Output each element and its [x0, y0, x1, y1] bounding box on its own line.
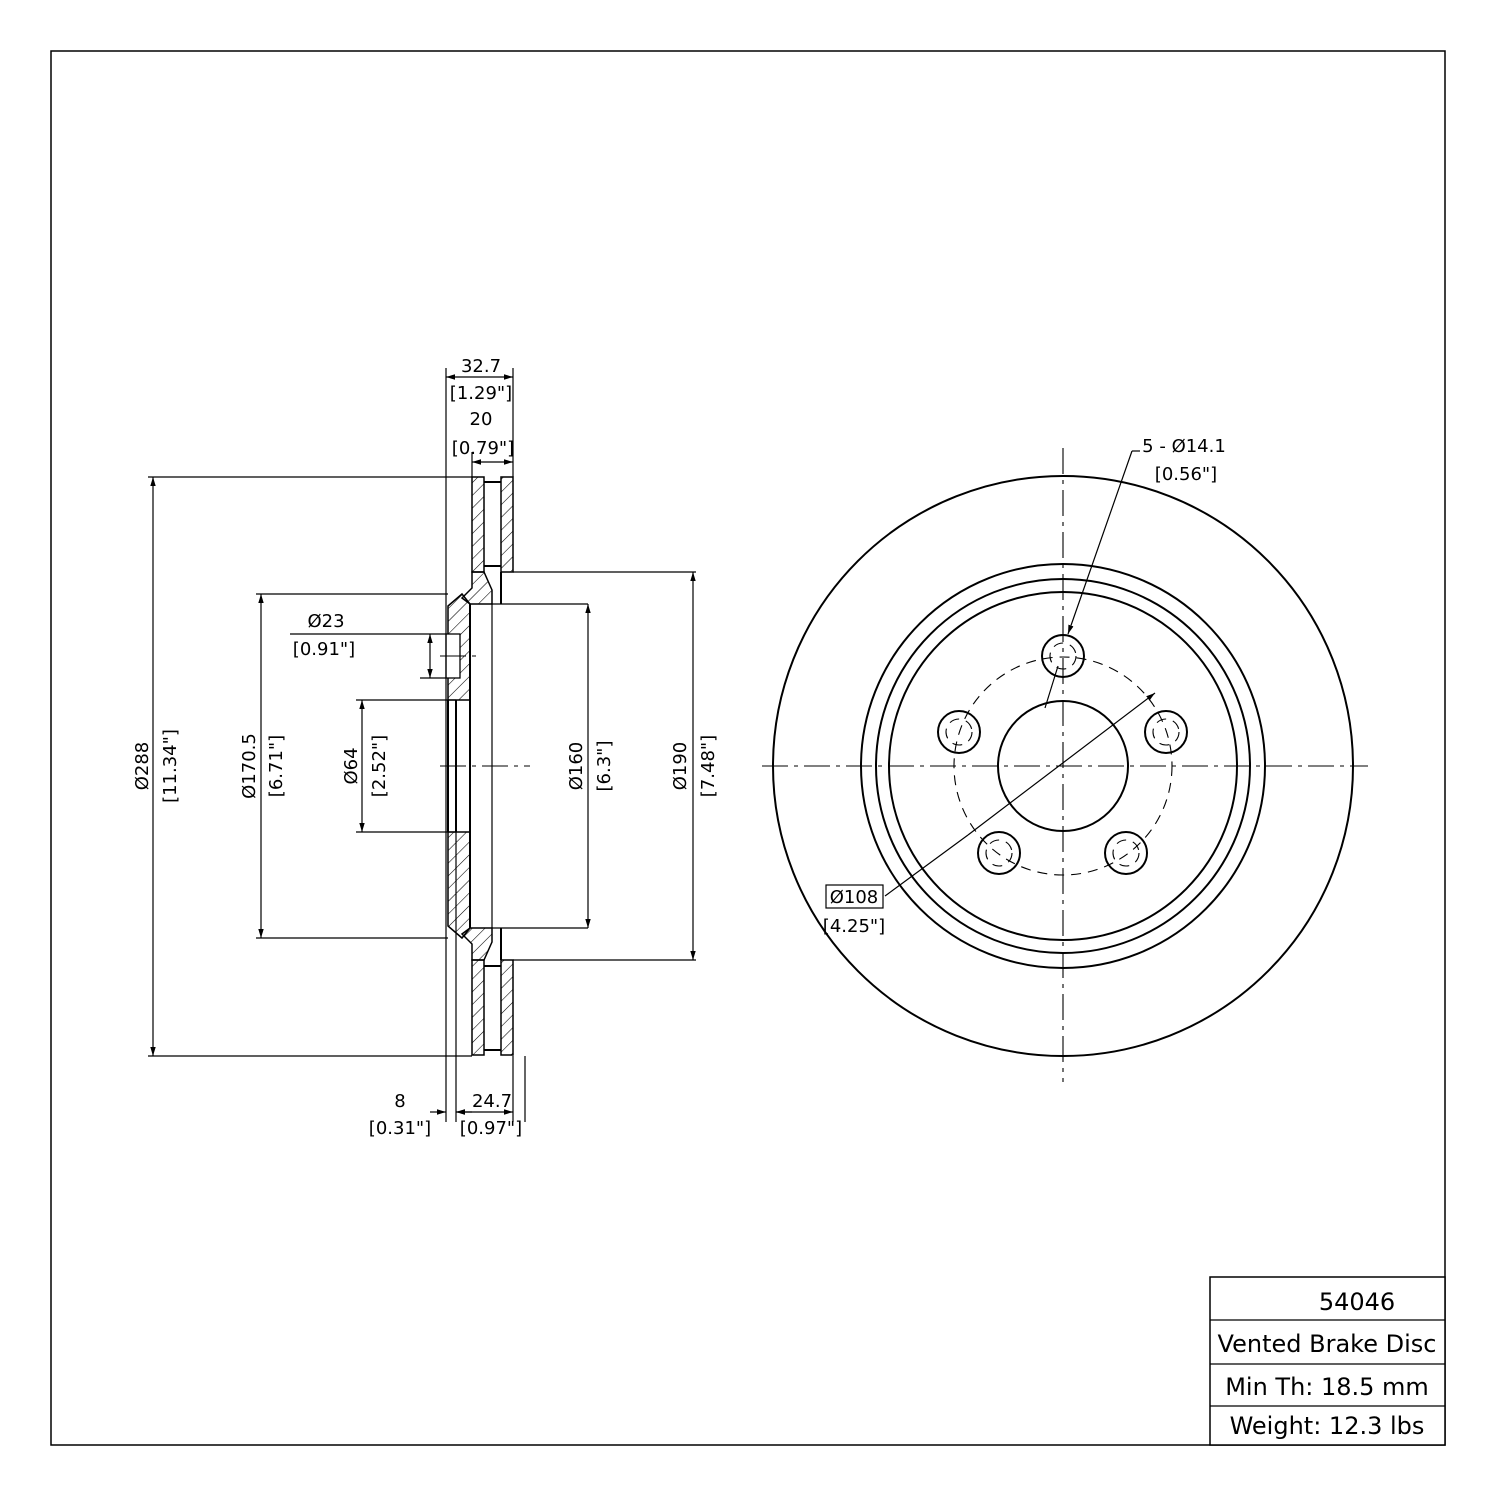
- drawing-border: [50, 50, 1446, 1446]
- center-bore-label: Ø64: [341, 747, 362, 784]
- bolt-circle-inch: [4.25"]: [823, 916, 885, 937]
- bolt-hole-top: [1041, 634, 1085, 678]
- vent-width-inch: [0.79"]: [452, 438, 514, 459]
- upper-outer-plate: [471, 476, 485, 573]
- bolt-hole-left: [937, 710, 981, 754]
- bolt-hole-lower-left: [977, 831, 1021, 875]
- inner-diameter-label: Ø160: [566, 742, 587, 791]
- bolt-holes-label: 5 - Ø14.1: [1142, 436, 1226, 457]
- hole-diameter-label: Ø23: [307, 611, 344, 632]
- hat-thickness-inch: [0.31"]: [369, 1118, 431, 1139]
- front-view: 5 - Ø14.1 [0.56"] Ø108 [4.25"]: [762, 436, 1368, 1082]
- hat-diameter-inch: [6.71"]: [266, 735, 287, 797]
- bolt-circle-label: Ø108: [830, 887, 879, 908]
- friction-ring-inner: [860, 563, 1266, 969]
- hat-diameter-label: Ø170.5: [239, 733, 260, 799]
- upper-inner-plate: [500, 476, 514, 573]
- outer-diameter-inch: [11.34"]: [160, 729, 181, 803]
- hat-inner-edge: [888, 591, 1238, 941]
- bolt-circle-label-box: [825, 884, 884, 909]
- hat-outer-edge: [875, 578, 1251, 954]
- disc-outer-edge: [772, 475, 1354, 1057]
- lower-hat-neck: [460, 927, 493, 961]
- center-bore-inch: [2.52"]: [369, 735, 390, 797]
- inner-diameter-inch: [6.3"]: [594, 741, 615, 792]
- part-weight: Weight: 12.3 lbs: [1230, 1412, 1425, 1440]
- center-bore: [997, 700, 1129, 832]
- lower-inner-plate: [500, 959, 514, 1056]
- bolt-circle: [953, 656, 1173, 876]
- bolt-hole-right: [1144, 710, 1188, 754]
- lower-outer-plate: [471, 959, 485, 1056]
- side-section-view: Ø288 [11.34"] Ø170.5 [6.71"] Ø64 [2.52"]…: [132, 356, 719, 1139]
- bolt-holes-inch: [0.56"]: [1155, 464, 1217, 485]
- disc-thickness-inch: [0.97"]: [460, 1118, 522, 1139]
- overall-width-inch: [1.29"]: [450, 383, 512, 404]
- lower-hat-wall: [447, 831, 471, 940]
- hat-thickness-label: 8: [394, 1091, 405, 1112]
- part-number: 54046: [1319, 1288, 1395, 1316]
- part-description: Vented Brake Disc: [1218, 1330, 1437, 1358]
- hole-diameter-inch: [0.91"]: [293, 639, 355, 660]
- outer-diameter-label: Ø288: [132, 742, 153, 791]
- upper-hat-neck: [460, 571, 493, 605]
- overall-width-label: 32.7: [461, 356, 501, 377]
- title-block: 54046 Vented Brake Disc Min Th: 18.5 mm …: [1209, 1276, 1446, 1446]
- friction-inner-inch: [7.48"]: [698, 735, 719, 797]
- min-thickness: Min Th: 18.5 mm: [1225, 1373, 1429, 1401]
- disc-thickness-label: 24.7: [472, 1091, 512, 1112]
- vent-width-label: 20: [470, 409, 493, 430]
- bolt-hole-lower-right: [1104, 831, 1148, 875]
- friction-inner-label: Ø190: [670, 742, 691, 791]
